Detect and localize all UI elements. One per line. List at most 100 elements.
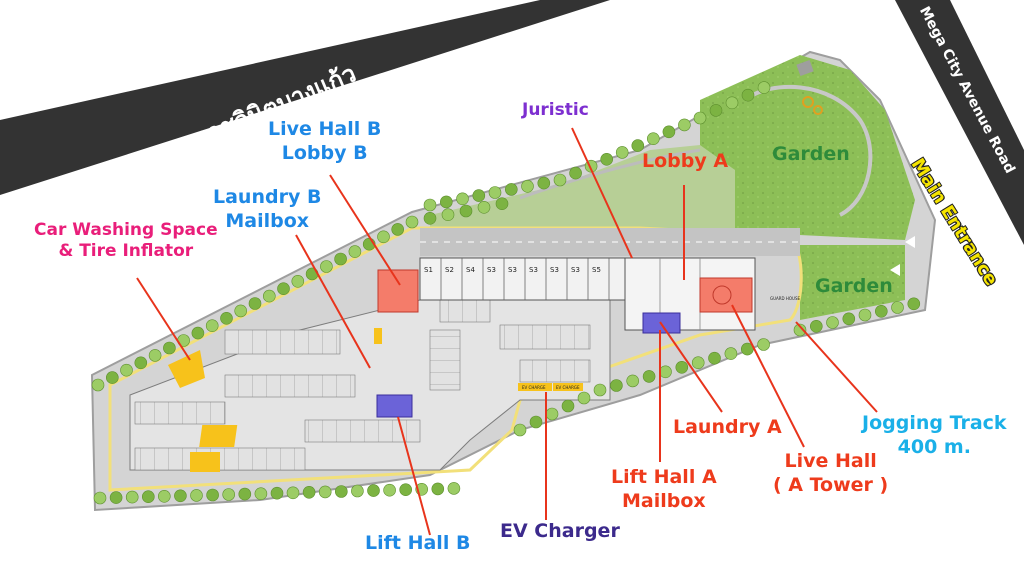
- tree: [348, 245, 362, 258]
- tree: [367, 484, 380, 497]
- soi-road: [0, 0, 610, 195]
- tree: [809, 319, 823, 333]
- tree: [907, 297, 921, 311]
- tree: [741, 88, 755, 102]
- shop-unit-label: S3: [529, 266, 538, 274]
- tree: [277, 282, 290, 296]
- tree: [593, 383, 607, 397]
- jogging-track-line2: 400 m.: [897, 435, 971, 458]
- tree: [874, 304, 888, 318]
- tree: [383, 483, 396, 497]
- live-hall-b-line2: Lobby B: [281, 141, 368, 164]
- tree: [423, 198, 437, 212]
- live-hall-b-label: Live Hall B Lobby B: [268, 118, 381, 166]
- tree: [504, 183, 518, 196]
- tree: [286, 486, 300, 500]
- tree: [561, 399, 575, 413]
- tree: [441, 208, 455, 221]
- tree: [757, 81, 771, 94]
- ev-charge-tag: EV CHARGE: [522, 385, 546, 390]
- jogging-track-line1: Jogging Track: [862, 412, 1007, 434]
- tree: [488, 186, 502, 199]
- car-wash-space: [168, 350, 205, 388]
- tree: [174, 489, 187, 503]
- tree: [391, 223, 405, 236]
- tree: [537, 176, 551, 190]
- shop-unit-label: S3: [508, 266, 517, 274]
- tree: [724, 347, 738, 360]
- tree: [793, 323, 807, 337]
- tree: [659, 365, 672, 379]
- tree: [675, 360, 689, 374]
- car-washing-line1: Car Washing Space: [34, 220, 218, 240]
- laundry-b-line2: Mailbox: [225, 209, 310, 232]
- tree: [291, 274, 305, 288]
- laundry-b-line1: Laundry B: [213, 186, 322, 208]
- tree: [302, 485, 316, 499]
- tree: [334, 252, 347, 266]
- tree: [220, 311, 233, 325]
- tree: [222, 488, 235, 501]
- tree: [513, 423, 527, 437]
- ev-charge-bay: [553, 383, 583, 391]
- tree: [858, 308, 872, 322]
- tree: [553, 173, 567, 187]
- shop-unit-label: S3: [550, 266, 559, 274]
- tree: [709, 104, 723, 117]
- leader-lines: [136, 127, 878, 536]
- tree: [529, 415, 543, 429]
- tree: [459, 204, 473, 218]
- tree: [431, 482, 445, 496]
- lift-hall-b-label: Lift Hall B: [365, 532, 471, 554]
- tree: [626, 374, 640, 388]
- tree: [93, 491, 107, 505]
- tree: [134, 356, 148, 370]
- lift-hall-a-line2: Mailbox: [621, 489, 706, 512]
- tree: [631, 139, 645, 152]
- tree: [163, 341, 176, 355]
- tree: [190, 489, 203, 502]
- lift-hall-a-line1: Lift Hall A: [611, 466, 717, 488]
- lift-hall-b-room: [376, 394, 413, 418]
- live-hall-a-line2: ( A Tower ): [773, 473, 889, 496]
- tree: [610, 379, 623, 392]
- tree: [842, 312, 856, 326]
- tree: [234, 304, 247, 318]
- tree: [615, 146, 629, 159]
- tree: [642, 370, 656, 383]
- tree: [318, 485, 332, 499]
- tree: [238, 487, 252, 501]
- shop-unit-label: S1: [424, 266, 433, 274]
- tree: [495, 197, 509, 210]
- tree: [262, 289, 276, 303]
- garden-right-label: Garden: [815, 275, 893, 297]
- guard-house-tag: GUARD HOUSE: [770, 296, 801, 301]
- tree: [334, 485, 348, 498]
- tree: [206, 488, 219, 502]
- tree: [545, 407, 559, 421]
- tree: [439, 195, 453, 209]
- ev-charge-tag: EV CHARGE: [556, 385, 580, 390]
- tree: [423, 212, 437, 225]
- jogging-track-label: Jogging Track 400 m.: [862, 412, 1007, 460]
- tree: [826, 316, 839, 329]
- tree: [600, 153, 614, 166]
- tree: [456, 192, 469, 206]
- tree: [447, 482, 461, 495]
- shop-unit-labels: S1 S2 S4 S3 S3 S3 S3 S3 S5: [424, 266, 601, 274]
- main-road: [895, 0, 1024, 245]
- tree: [678, 118, 691, 132]
- tree: [569, 166, 582, 180]
- laundry-a-label: Laundry A: [673, 416, 782, 438]
- tree: [158, 489, 171, 503]
- tree: [125, 490, 139, 504]
- car-washing-line2: & Tire Inflator: [58, 241, 194, 262]
- shop-unit-label: S2: [445, 266, 454, 274]
- tree: [472, 189, 486, 202]
- entrance-arrow: [905, 236, 915, 248]
- tree: [205, 319, 219, 333]
- ev-charge-bay: [518, 383, 552, 391]
- shop-unit-label: S3: [487, 266, 496, 274]
- tree: [106, 371, 119, 384]
